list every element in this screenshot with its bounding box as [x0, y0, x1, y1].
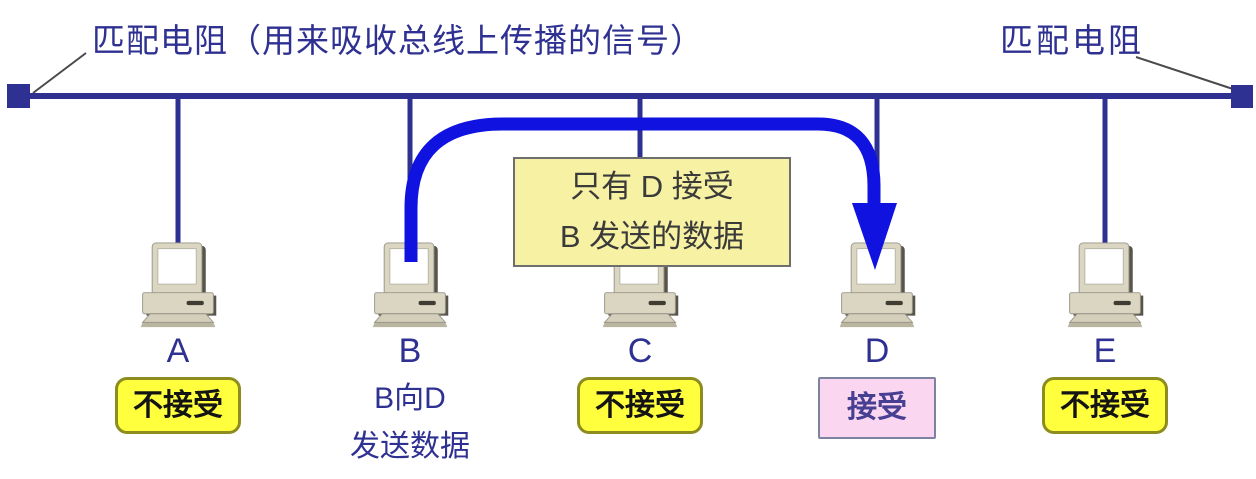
sender-caption: B向D 发送数据: [350, 375, 470, 471]
computer-icon: [130, 242, 226, 330]
callout-line2: B 发送的数据: [559, 219, 745, 254]
status-badge-c: 不接受: [577, 377, 703, 434]
sender-caption-line1: B向D: [374, 382, 446, 415]
station-b: B B向D 发送数据: [330, 242, 490, 471]
callout-box: 只有 D 接受 B 发送的数据: [513, 157, 791, 267]
station-a: A 不接受: [98, 242, 258, 434]
computer-icon: [1057, 242, 1153, 330]
right-terminator-label: 匹配电阻: [1000, 22, 1144, 59]
right-pointer-line: [1135, 56, 1240, 92]
station-d: D 接受: [797, 242, 957, 439]
right-terminator-resistor: [1231, 85, 1253, 108]
station-c: C 不接受: [560, 242, 720, 434]
station-label-b: B: [398, 332, 422, 370]
left-terminator-resistor: [7, 84, 30, 108]
status-badge-d: 接受: [818, 377, 936, 439]
sender-caption-line2: 发送数据: [350, 430, 470, 463]
station-e: E 不接受: [1025, 242, 1185, 434]
status-badge-e: 不接受: [1042, 377, 1168, 434]
station-label-c: C: [627, 332, 653, 370]
left-pointer-line: [32, 52, 87, 94]
computer-icon: [362, 242, 458, 330]
callout-line1: 只有 D 接受: [570, 169, 734, 204]
station-label-e: E: [1093, 332, 1117, 370]
computer-icon: [829, 242, 925, 330]
left-terminator-label: 匹配电阻（用来吸收总线上传播的信号）: [92, 22, 704, 59]
station-label-a: A: [166, 332, 190, 370]
status-badge-a: 不接受: [115, 377, 241, 434]
station-label-d: D: [864, 332, 890, 370]
